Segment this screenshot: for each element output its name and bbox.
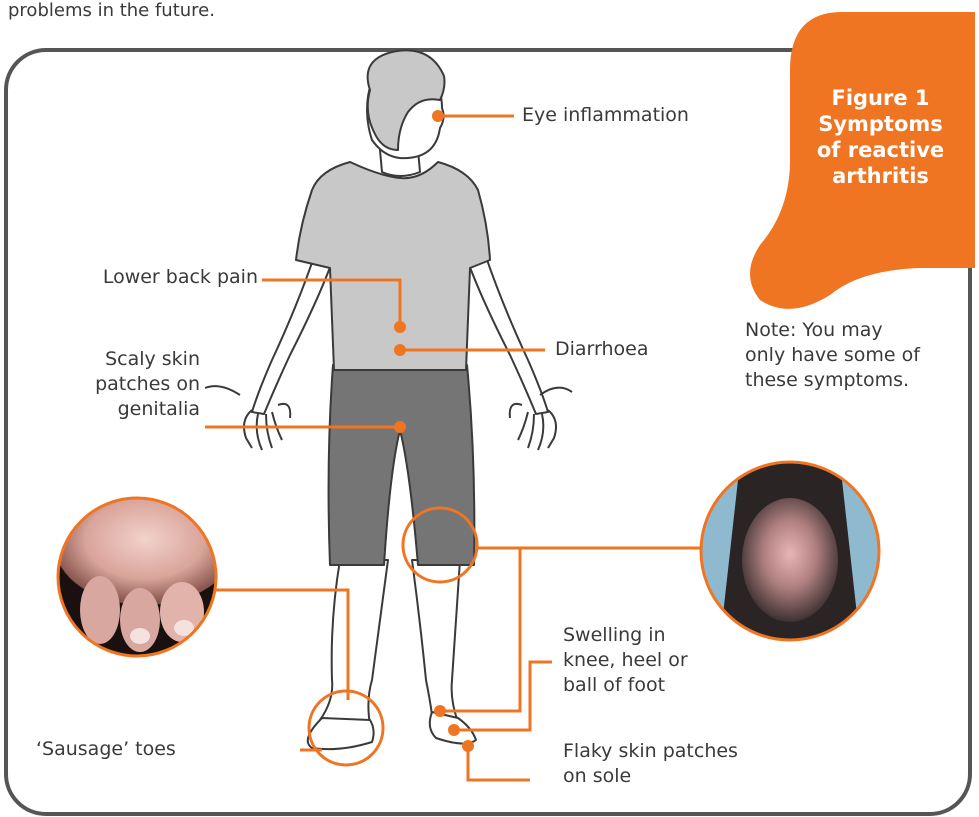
figure-title: Figure 1 Symptoms of reactive arthritis (793, 85, 968, 189)
label-sausage-toes: ‘Sausage’ toes (36, 737, 176, 762)
swollen-knee-photo (700, 462, 880, 642)
figure-number: Figure 1 (793, 85, 968, 111)
label-line: patches on (40, 372, 200, 397)
note-line: only have some of (745, 343, 920, 368)
label-swelling: Swelling in knee, heel or ball of foot (563, 623, 688, 698)
label-line: Scaly skin (40, 347, 200, 372)
label-line: knee, heel or (563, 648, 688, 673)
figure-title-line: arthritis (793, 163, 968, 189)
sausage-toes-photo (55, 485, 235, 658)
label-eye-inflammation: Eye inflammation (522, 103, 689, 128)
label-line: genitalia (40, 397, 200, 422)
label-line: on sole (563, 764, 738, 789)
label-diarrhoea: Diarrhoea (555, 337, 649, 362)
note-text: Note: You may only have some of these sy… (745, 318, 920, 393)
figure-title-line: of reactive (793, 137, 968, 163)
label-scaly-skin: Scaly skin patches on genitalia (40, 347, 200, 422)
label-line: Swelling in (563, 623, 688, 648)
note-line: Note: You may (745, 318, 920, 343)
label-lower-back-pain: Lower back pain (40, 265, 258, 290)
figure-title-line: Symptoms (793, 111, 968, 137)
human-figure (205, 50, 572, 749)
label-line: Flaky skin patches (563, 739, 738, 764)
label-line: ball of foot (563, 673, 688, 698)
note-line: these symptoms. (745, 368, 920, 393)
label-flaky-skin: Flaky skin patches on sole (563, 739, 738, 789)
